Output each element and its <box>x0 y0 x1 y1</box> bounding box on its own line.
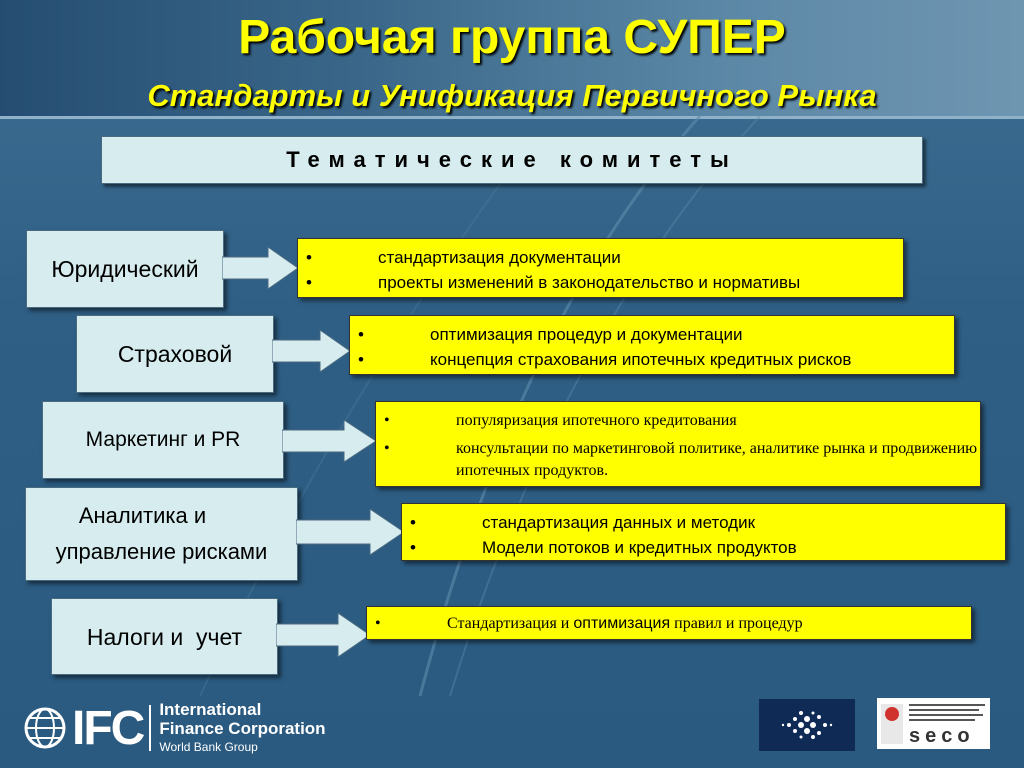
list-item: •Модели потоков и кредитных продуктов <box>410 538 797 557</box>
list-item: •стандартизация документации <box>306 248 621 267</box>
partner-logo <box>759 699 855 751</box>
committee-legal-label: Юридический <box>51 256 199 282</box>
committee-marketing-box: Маркетинг и PR <box>42 401 284 479</box>
list-item: •оптимизация процедур и документации <box>358 325 743 344</box>
slide-header: Рабочая группа СУПЕР Стандарты и Унифика… <box>0 0 1024 119</box>
committee-tax-label: Налоги и учет <box>86 623 243 650</box>
committee-tax-box: Налоги и учет <box>51 598 278 675</box>
arrow-right-icon <box>296 509 405 555</box>
list-item: •консультации по маркетинговой политике,… <box>384 440 978 479</box>
list-item: •стандартизация данных и методик <box>410 513 756 532</box>
committee-analytics-box: Аналитика и управление рисками <box>25 487 298 581</box>
committee-analytics-label-line1: Аналитика и <box>78 503 207 528</box>
committee-analytics-label-line2: управление рисками <box>55 539 268 564</box>
arrow-right-icon <box>276 613 371 657</box>
committee-legal-box: Юридический <box>26 230 224 308</box>
arrow-right-icon <box>282 420 377 462</box>
seco-logo-text: seco <box>909 725 975 747</box>
arrow-right-icon <box>222 247 299 289</box>
committee-insurance-tasks: •оптимизация процедур и документации •ко… <box>349 315 955 375</box>
committee-insurance-label: Страховой <box>117 341 233 367</box>
globe-icon <box>24 707 66 749</box>
list-item: •Стандартизация и оптимизация правил и п… <box>375 615 803 632</box>
slide-title: Рабочая группа СУПЕР <box>238 11 786 64</box>
arrow-right-icon <box>272 330 351 372</box>
committee-analytics-tasks: •стандартизация данных и методик •Модели… <box>401 503 1006 561</box>
committee-legal-tasks: •стандартизация документации •проекты из… <box>297 238 904 298</box>
logo-divider <box>149 705 152 751</box>
committee-insurance-box: Страховой <box>76 315 274 393</box>
ifc-full-name: International Finance Corporation World … <box>159 699 326 754</box>
committee-tax-tasks: •Стандартизация и оптимизация правил и п… <box>366 606 972 640</box>
committee-marketing-tasks: •популяризация ипотечного кредитования •… <box>375 401 981 487</box>
list-item: •популяризация ипотечного кредитования <box>384 412 737 429</box>
ifc-abbrev: IFC <box>72 701 145 755</box>
committee-marketing-label: Маркетинг и PR <box>85 428 241 451</box>
ifc-logo: IFC International Finance Corporation Wo… <box>24 700 326 755</box>
committees-header: Тематические комитеты <box>101 136 923 184</box>
list-item: •проекты изменений в законодательство и … <box>306 273 801 292</box>
slide-subtitle: Стандарты и Унификация Первичного Рынка <box>147 78 877 113</box>
seco-logo: seco <box>877 698 990 749</box>
list-item: •концепция страхования ипотечных кредитн… <box>358 350 852 369</box>
